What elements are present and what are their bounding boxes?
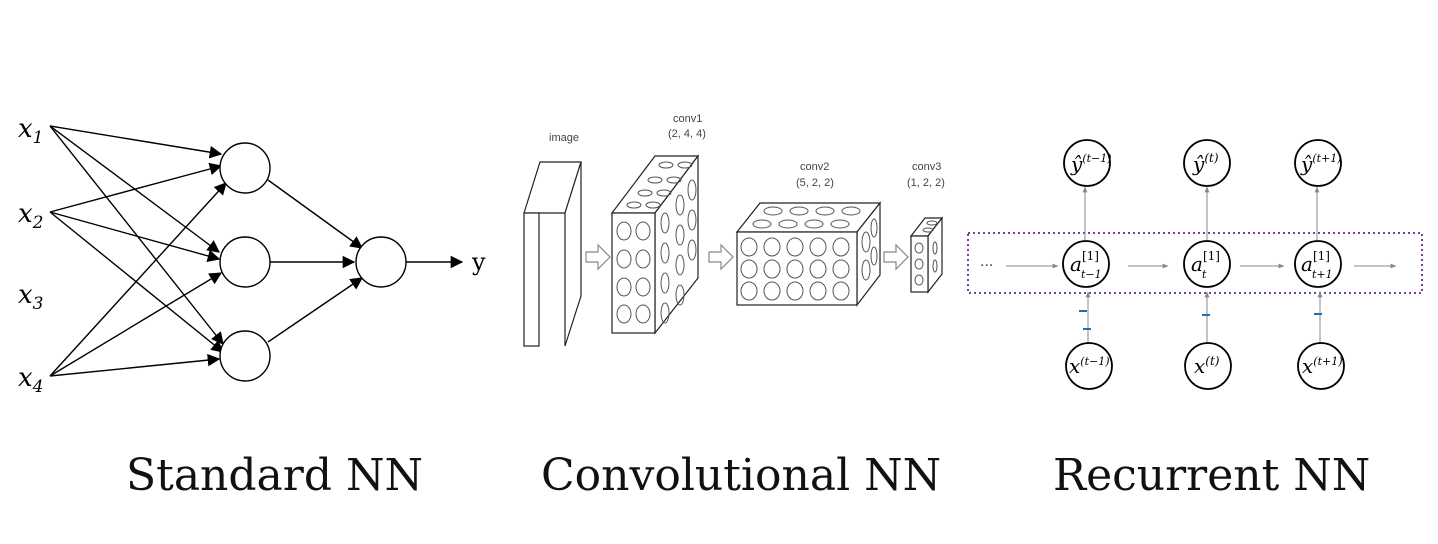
input-label-x1: x1 [18,114,44,148]
output-label-y: y [471,248,486,276]
hidden-layer-box [967,232,1423,294]
svg-text:x(t+1): x(t+1) [1302,354,1343,378]
hidden-node-t-plus-1: a[1]t+1 [1294,240,1342,288]
hidden-node-t: a[1]t [1183,240,1231,288]
standard-nn-panel: x1 x2 x3 x4 y [18,114,486,397]
conv1-dims: (2, 4, 4) [668,128,706,140]
hidden-node-3 [219,330,271,382]
svg-text:a[1]t−1: a[1]t−1 [1070,249,1102,281]
layer-arrow-3 [883,243,909,271]
input-image-slab [523,161,582,347]
conv2-volume [735,201,882,307]
hidden-node-1 [219,142,271,194]
input-node-t-minus-1: x(t−1) [1065,342,1113,390]
output-node-t-minus-1: ŷ(t−1) [1063,139,1112,187]
recurrent-nn-caption: Recurrent NN [1053,450,1371,501]
conv1-volume [610,154,700,335]
image-label: image [549,132,579,144]
input-label-x3: x3 [18,280,44,314]
input-label-x4: x4 [18,363,44,397]
svg-text:a[1]t+1: a[1]t+1 [1301,249,1333,281]
sequence-ellipsis: ··· [980,258,993,274]
input-node-t-plus-1: x(t+1) [1297,342,1345,390]
conv2-units [740,206,878,301]
svg-text:ŷ(t+1): ŷ(t+1) [1300,152,1342,176]
conv1-name: conv1 [673,113,702,125]
input-label-x2: x2 [18,199,44,233]
output-node-t-plus-1: ŷ(t+1) [1294,139,1342,187]
conv2-dims: (5, 2, 2) [796,177,834,189]
svg-text:a[1]t: a[1]t [1191,249,1220,281]
output-node [355,236,407,288]
hidden-output-connections [267,179,464,343]
vertical-arrows [1082,186,1323,342]
layer-arrow-1 [585,243,611,271]
svg-text:ŷ(t−1): ŷ(t−1) [1070,152,1112,176]
svg-text:x(t−1): x(t−1) [1069,354,1110,378]
svg-text:x(t): x(t) [1194,354,1220,378]
output-node-t: ŷ(t) [1183,139,1231,187]
input-hidden-connections [49,125,227,377]
conv3-units [914,220,938,286]
layer-arrow-2 [708,243,734,271]
recurrent-nn-panel: ··· ŷ(t−1) [967,139,1423,390]
standard-nn-caption: Standard NN [126,450,423,501]
conv3-name: conv3 [912,161,941,173]
conv2-name: conv2 [800,161,829,173]
convolutional-nn-panel: image conv1 (2, 4, 4) [523,113,945,347]
convolutional-nn-caption: Convolutional NN [541,450,942,501]
conv3-dims: (1, 2, 2) [907,177,945,189]
hidden-node-2 [219,236,271,288]
svg-text:ŷ(t): ŷ(t) [1192,151,1219,176]
input-tick-marks [1079,310,1322,330]
conv3-volume [909,216,944,294]
hidden-node-t-minus-1: a[1]t−1 [1062,240,1110,288]
conv1-units [616,161,697,324]
input-node-t: x(t) [1184,342,1232,390]
